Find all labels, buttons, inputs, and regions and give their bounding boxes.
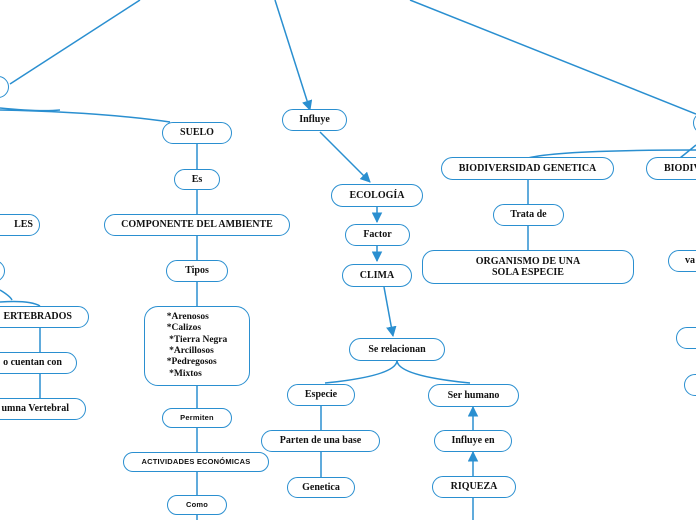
node-tipos: Tipos [166, 260, 228, 282]
link-root-right [409, 0, 696, 115]
link-vertebrados-partial [0, 300, 41, 307]
node-right-partial-oval-1 [676, 327, 696, 349]
node-permiten: Permiten [162, 408, 232, 428]
node-tipos-list: *Arenosos *Calizos *Tierra Negra *Arcill… [144, 306, 250, 386]
link-clima-relacionan [383, 286, 397, 338]
link-root-influye [274, 0, 313, 112]
link-biodiv-top [527, 149, 696, 159]
node-especie: Especie [287, 384, 355, 406]
link-to-suelo [0, 109, 171, 123]
node-va-partial: va [668, 250, 696, 272]
link-partial-2 [0, 289, 13, 301]
link-root-left [9, 0, 141, 85]
link-influye-ecologia [319, 131, 371, 183]
node-les-partial: LES [0, 214, 40, 236]
node-se-relacionan: Se relacionan [349, 338, 445, 361]
node-genetica: Genetica [287, 477, 355, 498]
node-actividades: ACTIVIDADES ECONÓMICAS [123, 452, 269, 472]
node-como: Como [167, 495, 227, 515]
node-vertebrados-partial: ERTEBRADOS [0, 306, 89, 328]
node-componente: COMPONENTE DEL AMBIENTE [104, 214, 290, 236]
node-biodiversidad-genetica: BIODIVERSIDAD GENETICA [441, 157, 614, 180]
node-columna-partial: umna Vertebral [0, 398, 86, 420]
link-biodiv2-top [679, 144, 696, 159]
link-left-partial [0, 107, 61, 112]
node-ecologia: ECOLOGÍA [331, 184, 423, 207]
node-influye: Influye [282, 109, 347, 131]
node-ser-humano: Ser humano [428, 384, 519, 407]
node-factor: Factor [345, 224, 410, 246]
link-relacionan-humano [396, 360, 471, 384]
node-trata-de: Trata de [493, 204, 564, 226]
node-riqueza: RIQUEZA [432, 476, 516, 498]
node-organismo: ORGANISMO DE UNA SOLA ESPECIE [422, 250, 634, 284]
node-suelo: SUELO [162, 122, 232, 144]
node-influye-en: Influye en [434, 430, 512, 452]
node-es: Es [174, 169, 220, 190]
link-relacionan-especie [324, 360, 398, 384]
node-cuentan-partial: o cuentan con [0, 352, 77, 374]
node-biodiv-partial: BIODIV [646, 157, 696, 180]
node-clima: CLIMA [342, 264, 412, 287]
node-parten: Parten de una base [261, 430, 380, 452]
